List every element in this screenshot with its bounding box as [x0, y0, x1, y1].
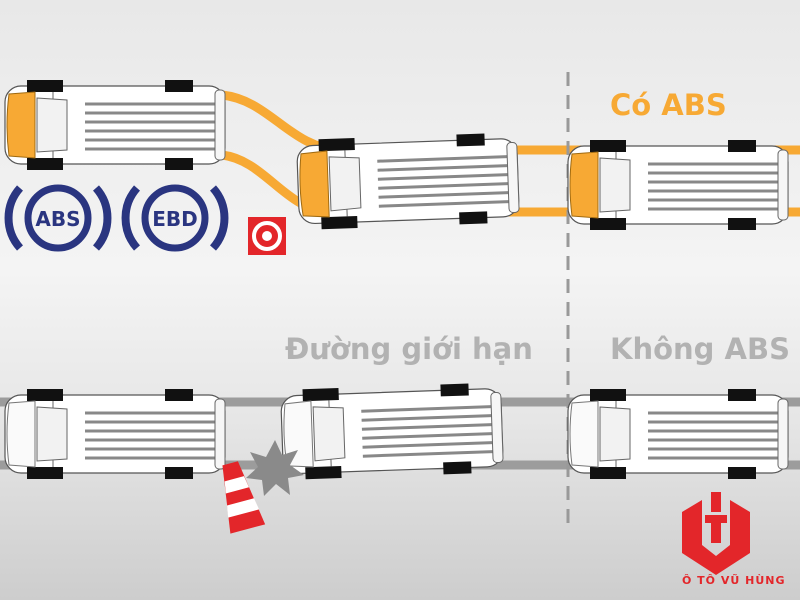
ebd-warning-icon: [121, 184, 229, 252]
abs-icon-label: ABS: [35, 207, 80, 231]
collision-burst-icon: [246, 440, 304, 496]
van-no-abs-stopped: [568, 389, 788, 479]
without-abs-label: Không ABS: [610, 332, 790, 366]
traffic-cone-icon: [222, 461, 266, 534]
limit-line-label: Đường giới hạn: [285, 332, 533, 366]
with-abs-label: Có ABS: [610, 88, 727, 122]
abs-warning-icon: [4, 184, 112, 252]
van-abs-start: [5, 80, 225, 170]
van-abs-stopped: [568, 140, 788, 230]
ebd-icon-label: EBD: [152, 207, 198, 231]
van-abs-steering: [296, 132, 519, 230]
brand-logo-text: Ô TÔ VŨ HÙNG: [682, 574, 786, 587]
van-no-abs-skidding: [280, 382, 503, 480]
target-icon: [248, 217, 286, 255]
van-no-abs-start: [5, 389, 225, 479]
brand-logo: [682, 492, 750, 575]
